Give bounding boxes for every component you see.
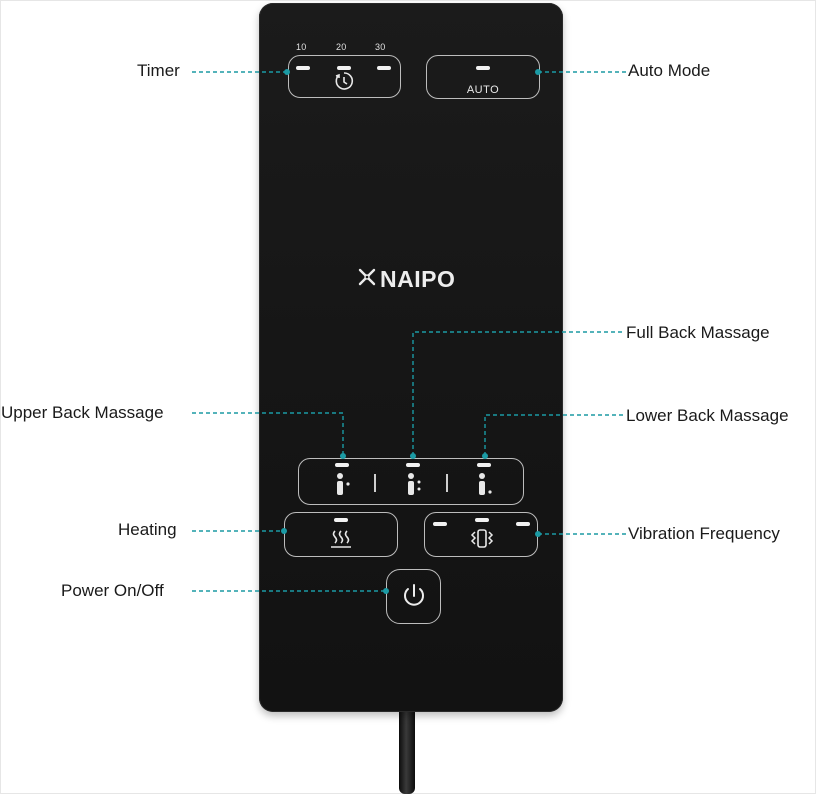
brand-logo: NAIPO [358, 266, 455, 293]
auto-led [476, 66, 490, 70]
massage-button-bar [298, 458, 524, 505]
power-icon [400, 582, 428, 610]
timer-tick-20: 20 [336, 42, 347, 52]
leader-dot-full-back [410, 453, 416, 459]
label-upper-back-massage: Upper Back Massage [1, 403, 164, 422]
timer-button[interactable] [288, 55, 401, 98]
heating-led [334, 518, 348, 522]
vibration-frequency-button[interactable] [424, 512, 538, 557]
heat-waves-icon [330, 529, 352, 549]
massage-divider-right [446, 474, 448, 492]
vibration-icon [469, 528, 495, 550]
leader-dot-upper-back [340, 453, 346, 459]
leader-full-back [412, 331, 624, 456]
leader-dot-lower-back [482, 453, 488, 459]
label-lower-back-massage: Lower Back Massage [626, 406, 789, 425]
timer-led-10 [296, 66, 310, 70]
leader-dot-auto [535, 69, 541, 75]
vibration-led-mid [475, 518, 489, 522]
timer-led-30 [377, 66, 391, 70]
auto-button-label: AUTO [466, 84, 500, 96]
massage-divider-left [374, 474, 376, 492]
upper-back-led [335, 463, 349, 467]
power-cable [399, 700, 415, 794]
brand-name: NAIPO [380, 266, 456, 292]
full-back-led [406, 463, 420, 467]
leader-dot-heating [281, 528, 287, 534]
leader-dot-power [383, 588, 389, 594]
label-heating: Heating [118, 520, 177, 539]
upper-back-massage-button[interactable] [320, 460, 366, 503]
leader-dot-vibration [535, 531, 541, 537]
massage-roller-icon [334, 472, 352, 498]
heating-button[interactable] [284, 512, 398, 557]
full-back-massage-button[interactable] [390, 460, 436, 503]
timer-icon [333, 70, 355, 92]
label-full-back-massage: Full Back Massage [626, 323, 770, 342]
leader-upper-back [192, 412, 344, 456]
lower-back-led [477, 463, 491, 467]
leader-dot-timer [284, 69, 290, 75]
massage-roller-icon [476, 472, 494, 498]
vibration-led-low [433, 522, 447, 526]
auto-mode-button[interactable]: AUTO [426, 55, 540, 99]
power-button[interactable] [386, 569, 441, 624]
label-vibration-frequency: Vibration Frequency [628, 524, 780, 543]
lower-back-massage-button[interactable] [461, 460, 507, 503]
massage-roller-icon [405, 472, 423, 498]
timer-tick-10: 10 [296, 42, 307, 52]
vibration-led-high [516, 522, 530, 526]
timer-led-20 [337, 66, 351, 70]
remote-control-body [259, 3, 563, 712]
label-power: Power On/Off [61, 581, 164, 600]
label-auto-mode: Auto Mode [628, 61, 711, 80]
label-timer: Timer [137, 61, 180, 80]
brand-mark-icon [358, 268, 376, 291]
timer-tick-30: 30 [375, 42, 386, 52]
leader-lower-back [484, 414, 624, 456]
